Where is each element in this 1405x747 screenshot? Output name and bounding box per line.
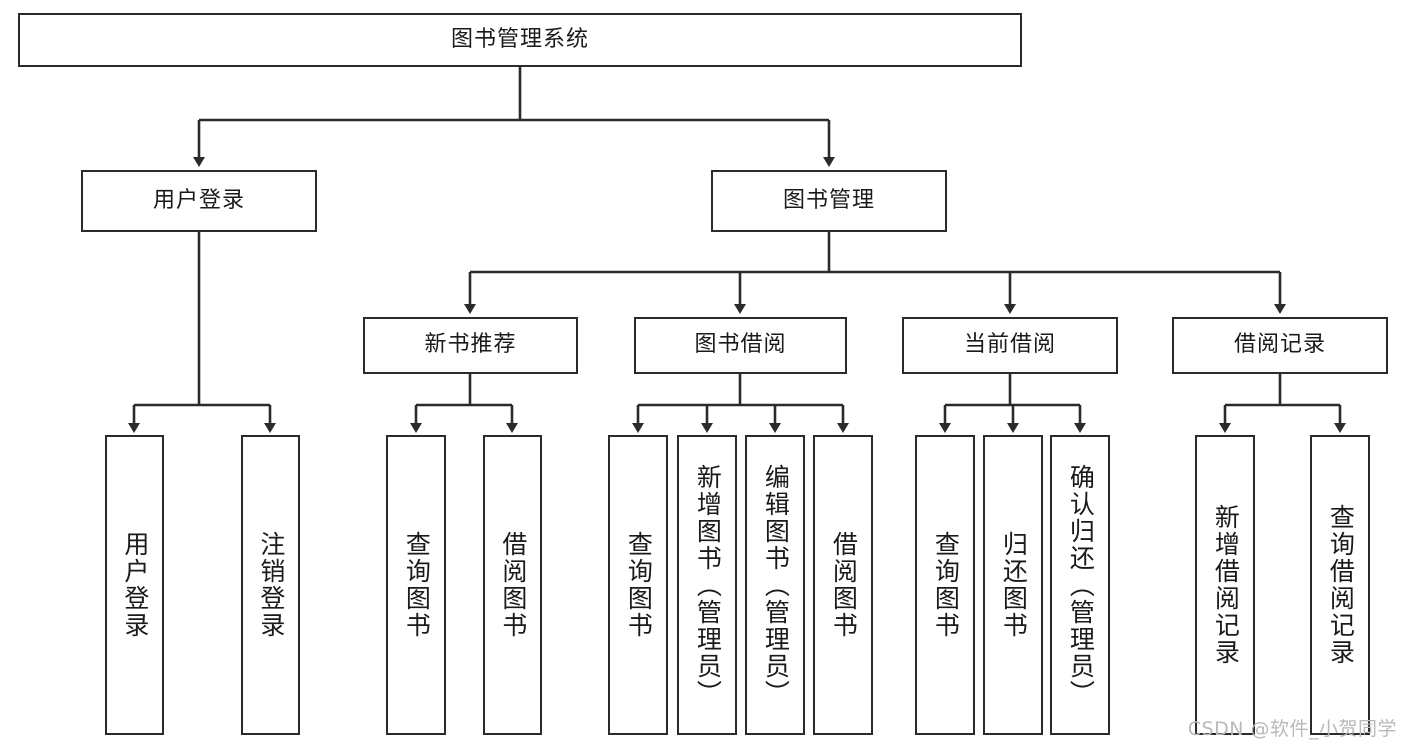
node-leaf-add-book-label: 新增图书（管理员） [693, 463, 723, 707]
node-leaf-query-book-2-label: 查询图书 [624, 531, 654, 639]
node-leaf-query-borrow-record[interactable]: 查询借阅记录 [1310, 435, 1370, 735]
node-leaf-add-borrow-record[interactable]: 新增借阅记录 [1195, 435, 1255, 735]
node-borrow-record[interactable]: 借阅记录 [1172, 317, 1388, 374]
node-leaf-edit-book[interactable]: 编辑图书（管理员） [745, 435, 805, 735]
watermark-text: CSDN @软件_小贺同学 [1187, 718, 1397, 740]
node-leaf-borrow-book-2[interactable]: 借阅图书 [813, 435, 873, 735]
node-leaf-query-book-2[interactable]: 查询图书 [608, 435, 668, 735]
node-leaf-return-book-label: 归还图书 [999, 531, 1029, 639]
node-root-label: 图书管理系统 [450, 26, 589, 52]
node-leaf-confirm-return[interactable]: 确认归还（管理员） [1050, 435, 1110, 735]
node-leaf-return-book[interactable]: 归还图书 [983, 435, 1043, 735]
node-leaf-user-login[interactable]: 用户登录 [105, 435, 164, 735]
node-leaf-borrow-book-1-label: 借阅图书 [498, 531, 528, 639]
node-current-borrow-label: 当前借阅 [963, 332, 1056, 358]
node-book-management-label: 图书管理 [782, 187, 875, 213]
node-leaf-query-book-1[interactable]: 查询图书 [386, 435, 446, 735]
node-root[interactable]: 图书管理系统 [18, 13, 1022, 67]
node-leaf-query-book-3-label: 查询图书 [931, 531, 961, 639]
node-current-borrow[interactable]: 当前借阅 [902, 317, 1118, 374]
node-new-book-recommend-label: 新书推荐 [424, 332, 517, 358]
node-leaf-user-logout[interactable]: 注销登录 [241, 435, 300, 735]
node-leaf-borrow-book-1[interactable]: 借阅图书 [483, 435, 542, 735]
node-user-login-label: 用户登录 [152, 187, 245, 213]
node-book-borrow[interactable]: 图书借阅 [634, 317, 847, 374]
node-leaf-user-login-label: 用户登录 [120, 531, 150, 639]
node-leaf-user-logout-label: 注销登录 [256, 531, 286, 639]
node-book-management[interactable]: 图书管理 [711, 170, 947, 232]
node-user-login[interactable]: 用户登录 [81, 170, 317, 232]
node-book-borrow-label: 图书借阅 [694, 332, 787, 358]
node-leaf-add-book[interactable]: 新增图书（管理员） [677, 435, 737, 735]
node-leaf-confirm-return-label: 确认归还（管理员） [1066, 463, 1096, 707]
node-leaf-add-borrow-record-label: 新增借阅记录 [1211, 504, 1241, 666]
node-leaf-borrow-book-2-label: 借阅图书 [829, 531, 859, 639]
node-borrow-record-label: 借阅记录 [1233, 332, 1326, 358]
node-leaf-query-book-1-label: 查询图书 [402, 531, 432, 639]
node-leaf-query-book-3[interactable]: 查询图书 [915, 435, 975, 735]
node-leaf-query-borrow-record-label: 查询借阅记录 [1326, 504, 1356, 666]
node-leaf-edit-book-label: 编辑图书（管理员） [761, 463, 791, 707]
node-new-book-recommend[interactable]: 新书推荐 [363, 317, 578, 374]
